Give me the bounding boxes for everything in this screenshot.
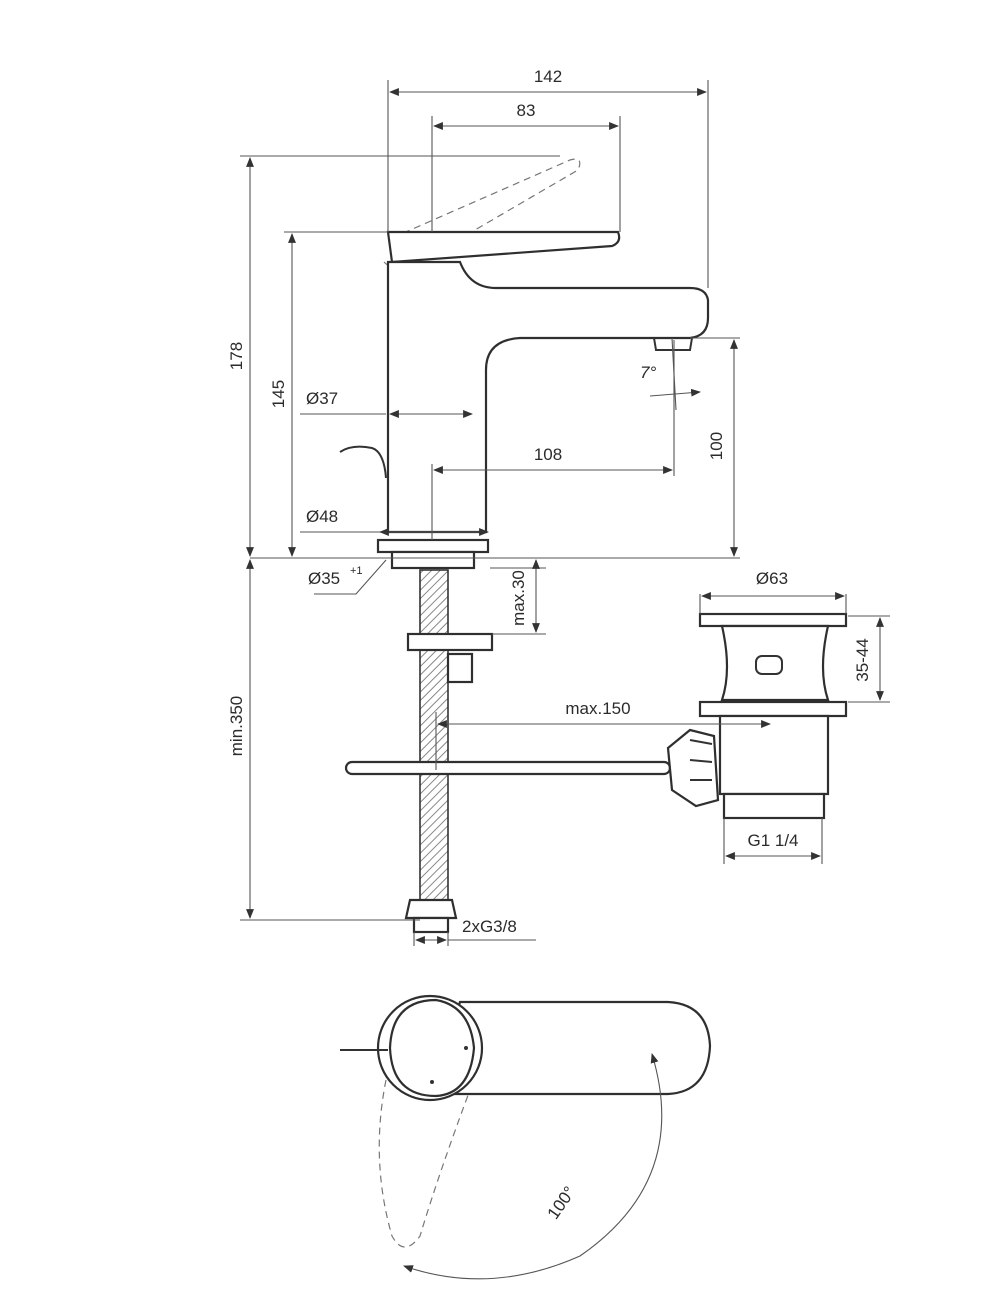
hose-fitting bbox=[404, 898, 458, 920]
waste-thread bbox=[722, 792, 826, 820]
dim-spout-height: 100 bbox=[707, 432, 726, 460]
dim-width-lever: 83 bbox=[517, 101, 536, 120]
rod-connector bbox=[666, 728, 720, 808]
pop-up-rod bbox=[344, 760, 672, 776]
dim-height-overall: 178 bbox=[227, 342, 246, 370]
dim-dia-hole: Ø35 bbox=[308, 569, 340, 588]
dim-rod-reach: max.150 bbox=[565, 699, 630, 718]
dim-width-overall: 142 bbox=[534, 67, 562, 86]
dim-hose-length: min.350 bbox=[227, 696, 246, 756]
dim-swivel-angle: 100° bbox=[544, 1183, 580, 1223]
dim-waste-thread: G1 1/4 bbox=[747, 831, 798, 850]
waste-body bbox=[720, 624, 830, 702]
dim-waste-dia: Ø63 bbox=[756, 569, 788, 588]
waste-flange bbox=[698, 612, 848, 628]
dim-deck-thickness: max.30 bbox=[509, 570, 528, 626]
dim-waste-range: 35-44 bbox=[853, 638, 872, 681]
pop-up-rod-top bbox=[339, 445, 387, 479]
dim-dia-body: Ø37 bbox=[306, 389, 338, 408]
base-flange bbox=[376, 538, 490, 554]
dim-spout-reach: 108 bbox=[534, 445, 562, 464]
supply-hose bbox=[419, 569, 449, 911]
waste-lower bbox=[718, 714, 830, 796]
faucet-body bbox=[386, 260, 710, 534]
waste-lock-nut bbox=[698, 700, 848, 718]
faucet-top-view bbox=[340, 994, 712, 1280]
swivel-arc bbox=[403, 1053, 663, 1280]
fixing-nut bbox=[446, 652, 474, 684]
dimension-labels: 142 83 178 145 Ø37 108 Ø48 100 7° Ø35 +1… bbox=[227, 67, 872, 1223]
dim-dia-base: Ø48 bbox=[306, 507, 338, 526]
fixing-plate bbox=[406, 632, 494, 652]
dim-spout-angle: 7° bbox=[640, 363, 656, 382]
lever-handle bbox=[386, 230, 621, 264]
dimension-lines bbox=[240, 80, 890, 946]
faucet-side-view bbox=[250, 158, 710, 934]
pop-up-waste bbox=[666, 612, 848, 820]
swiveled-spout bbox=[378, 1079, 471, 1248]
dim-hose-thread: 2xG3/8 bbox=[462, 917, 517, 936]
base-ring bbox=[390, 550, 476, 570]
dim-height-body: 145 bbox=[269, 380, 288, 408]
dim-hole-tolerance: +1 bbox=[350, 565, 363, 577]
